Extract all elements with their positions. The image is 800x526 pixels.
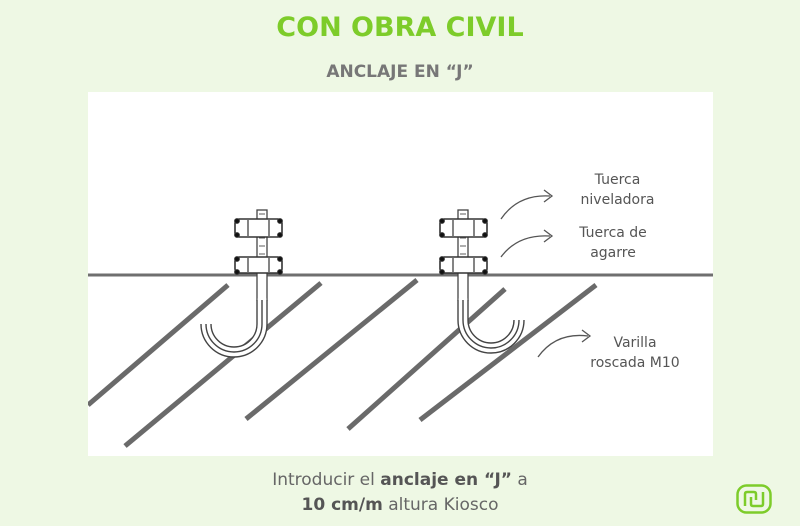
caption-bold: 10 cm/m: [301, 495, 383, 515]
caption-text: a: [511, 470, 528, 490]
arrow-varilla: [537, 334, 589, 358]
callout-tuerca-agarre-line1: Tuerca de: [579, 225, 647, 241]
caption-text: altura Kiosco: [382, 495, 499, 515]
callout-varilla-line2: roscada M10: [590, 355, 680, 371]
callout-tuerca-niveladora: Tuerca niveladora: [570, 170, 665, 210]
caption-text: Introducir el: [272, 470, 381, 490]
caption-bold: anclaje en “J”: [380, 470, 512, 490]
page-title: CON OBRA CIVIL: [276, 12, 524, 43]
j-bolt-right: [439, 209, 525, 354]
diagram-panel: Tuerca niveladora Tuerca de agarre Varil…: [88, 92, 713, 456]
anchor-diagram: [88, 189, 713, 448]
caption: Introducir el anclaje en “J” a 10 cm/m a…: [0, 468, 800, 518]
callout-varilla-line1: Varilla: [613, 335, 657, 351]
callout-tuerca-agarre-line2: agarre: [590, 245, 636, 261]
page-subtitle: ANCLAJE EN “J”: [326, 62, 474, 82]
arrow-tuerca-agarre: [500, 235, 551, 258]
callout-tuerca-niveladora-line1: Tuerca: [594, 172, 641, 188]
j-bolt-left: [200, 209, 283, 358]
arrow-tuerca-niveladora: [500, 195, 551, 220]
callout-arrows: [500, 189, 592, 358]
caption-line-2: 10 cm/m altura Kiosco: [0, 493, 800, 518]
callout-tuerca-niveladora-line2: niveladora: [580, 192, 655, 208]
caption-line-1: Introducir el anclaje en “J” a: [0, 468, 800, 493]
callout-varilla: Varilla roscada M10: [580, 333, 690, 373]
concrete-hatching: [88, 278, 598, 448]
brand-logo-icon: [736, 484, 772, 514]
callout-tuerca-agarre: Tuerca de agarre: [563, 223, 663, 263]
